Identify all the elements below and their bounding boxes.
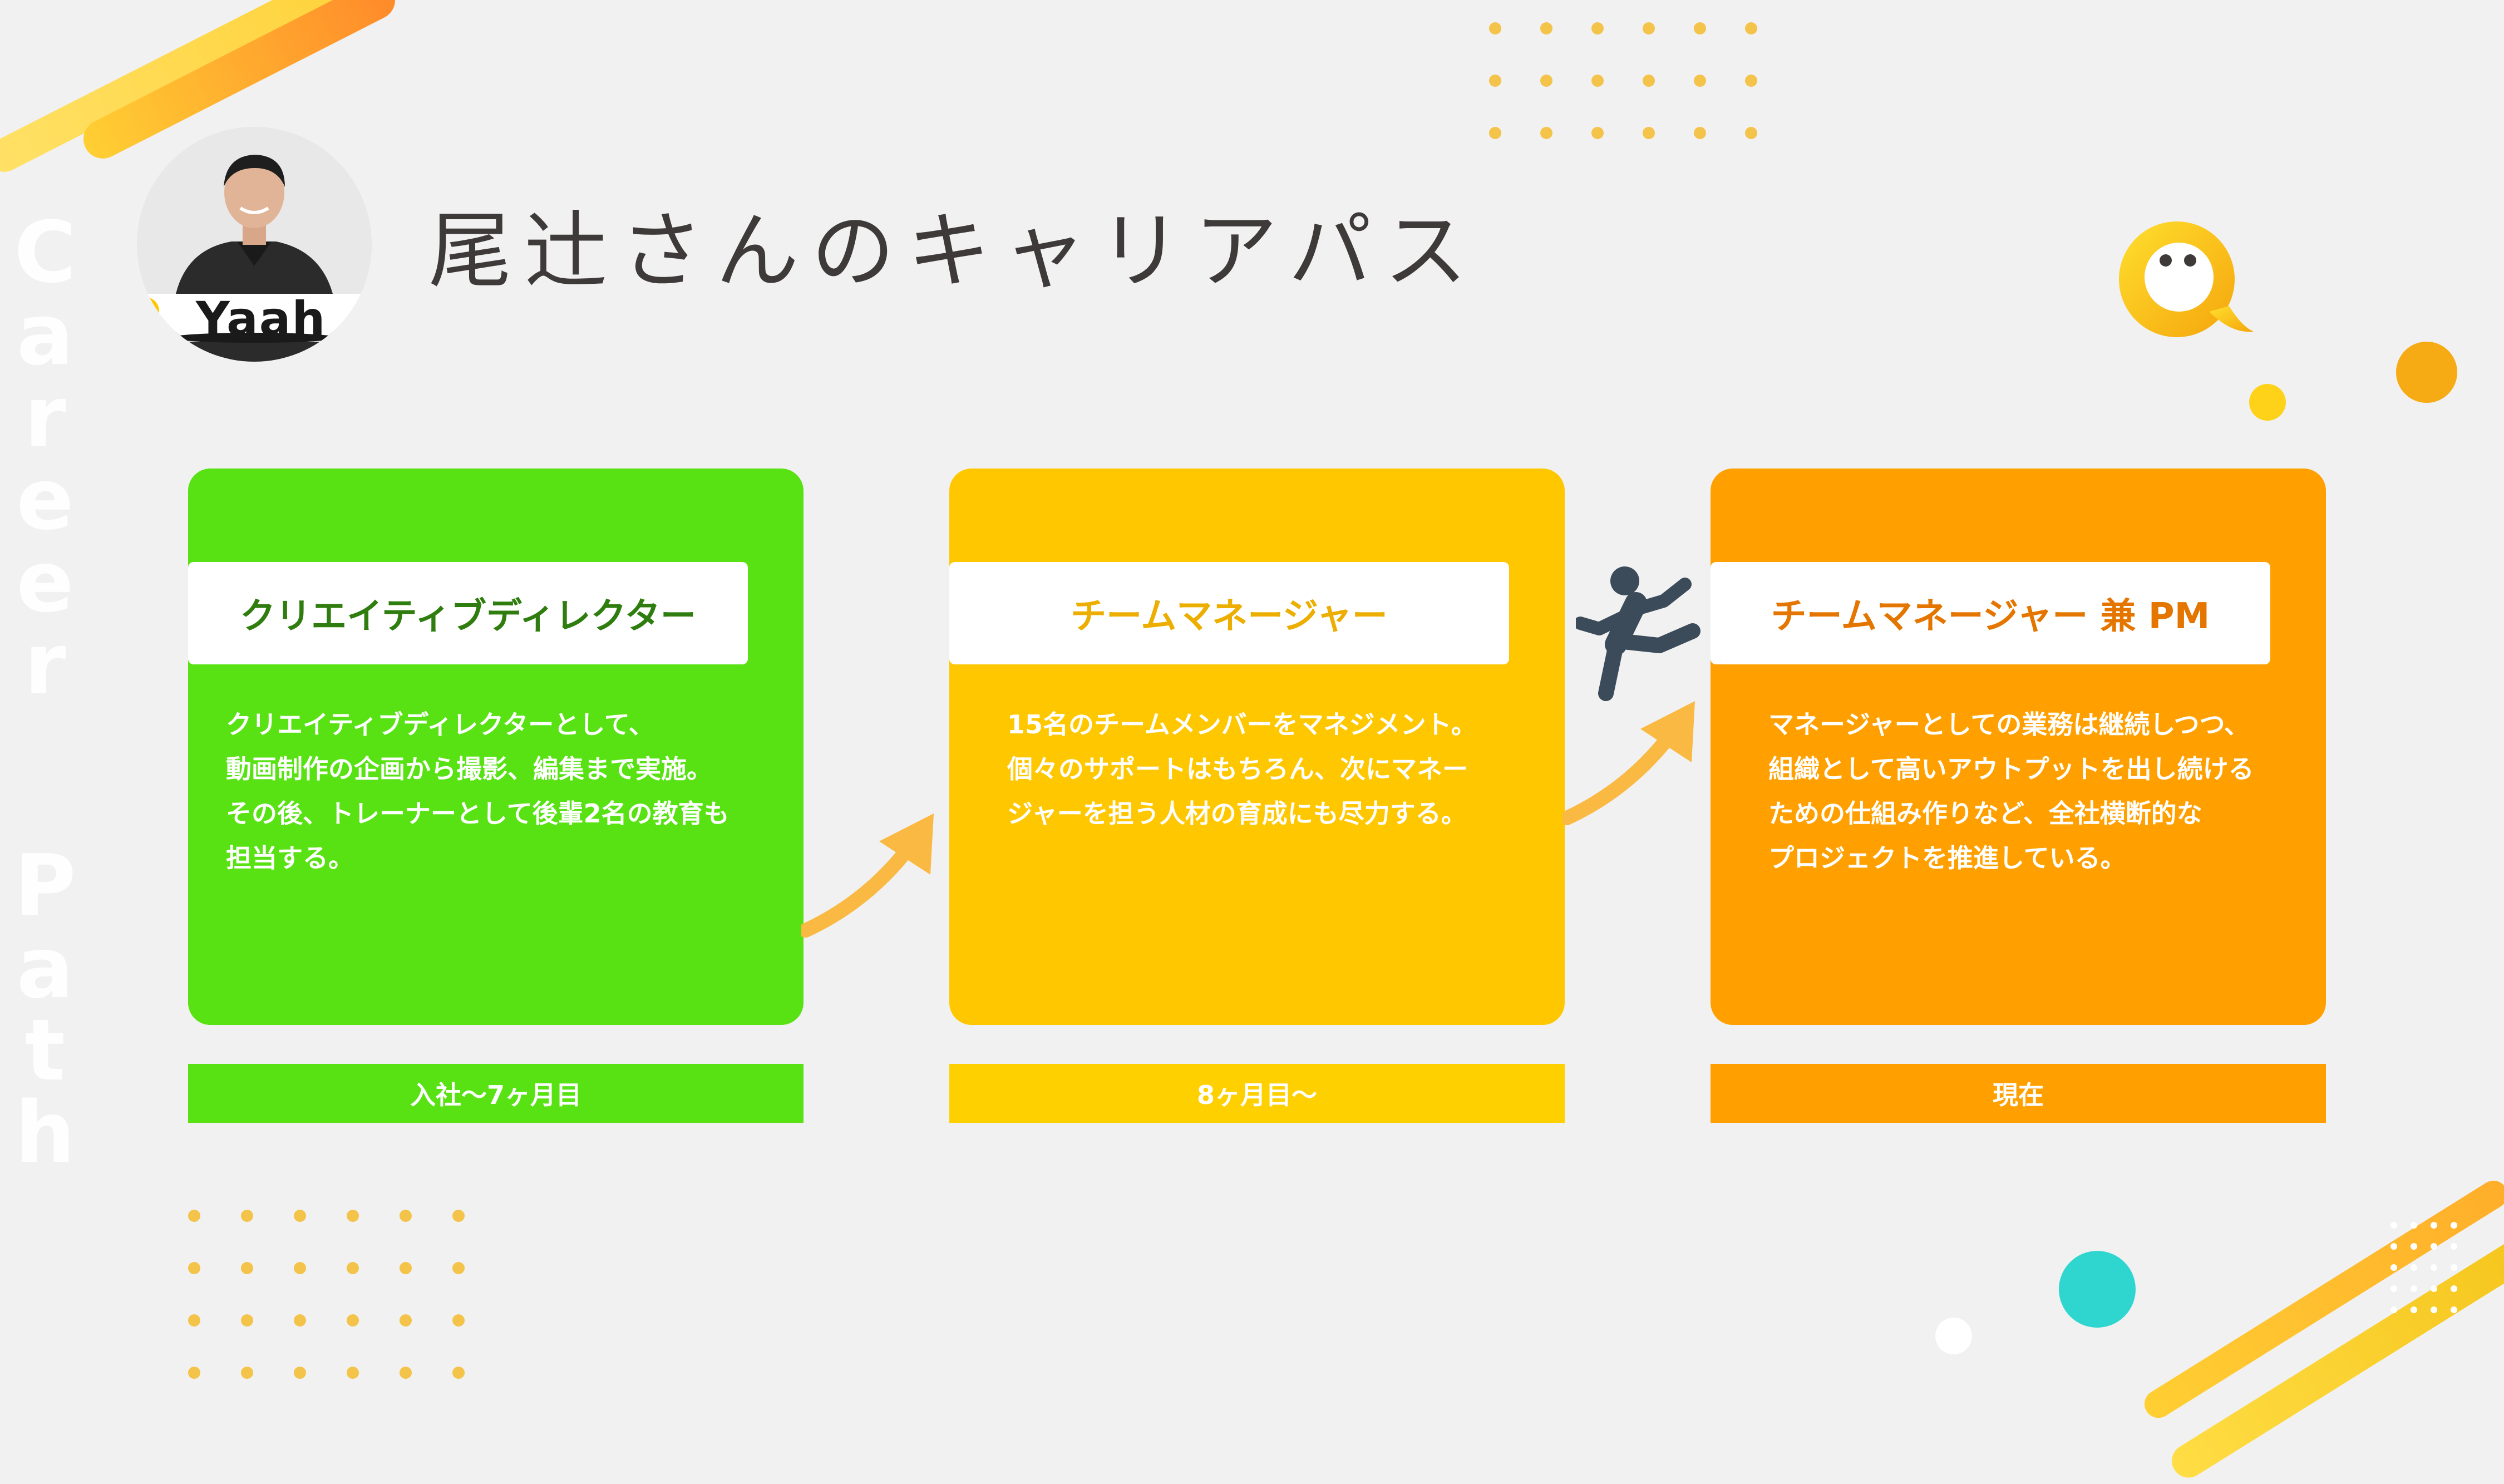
curved-arrow-icon — [801, 814, 934, 938]
period-label-2: 8ヶ月目〜 — [949, 1064, 1565, 1123]
running-person-icon — [1576, 566, 1700, 701]
decor-circle-orange — [2396, 342, 2457, 403]
decor-dots-bottom-right-white — [2390, 1222, 2457, 1313]
card-description: 15名のチームメンバーをマネジメント。 個々のサポートはもちろん、次にマネー ジ… — [1007, 709, 1477, 829]
avatar-logo-underline — [170, 333, 337, 343]
avatar-logo-text: Yaah — [196, 292, 327, 346]
card-role-label: チームマネージャー 兼 PM — [1711, 562, 2270, 664]
decor-circle-yellow-small — [2249, 384, 2286, 421]
card-description: クリエイティブディレクターとして、 動画制作の企画から撮影、編集まで実施。 その… — [226, 709, 729, 873]
period-label-3: 現在 — [1711, 1064, 2326, 1123]
avatar: Yaah — [137, 127, 372, 362]
card-role-label: チームマネージャー — [949, 562, 1509, 664]
card-role-label: クリエイティブディレクター — [188, 562, 748, 664]
curved-arrow-icon — [1562, 701, 1695, 825]
decor-dots-top — [1489, 22, 1757, 139]
yaah-mascot-icon — [2119, 221, 2254, 337]
decor-dots-bottom-left — [188, 1210, 465, 1379]
period-label-1: 入社〜7ヶ月目 — [188, 1064, 804, 1123]
decor-circle-white — [1935, 1318, 1972, 1354]
page-title: 尾辻さんのキャリアパス — [428, 203, 1480, 300]
career-card-2: チームマネージャー 15名のチームメンバーをマネジメント。 個々のサポートはもち… — [949, 469, 1565, 1025]
career-card-3: チームマネージャー 兼 PM マネージャーとしての業務は継続しつつ、 組織として… — [1711, 469, 2326, 1025]
side-text-career-path: C a r e e r P a t h — [14, 203, 76, 1182]
career-card-1: クリエイティブディレクター クリエイティブディレクターとして、 動画制作の企画か… — [188, 469, 804, 1025]
card-description: マネージャーとしての業務は継続しつつ、 組織として高いアウトプットを出し続ける … — [1768, 709, 2254, 873]
decor-circle-teal — [2059, 1251, 2136, 1328]
